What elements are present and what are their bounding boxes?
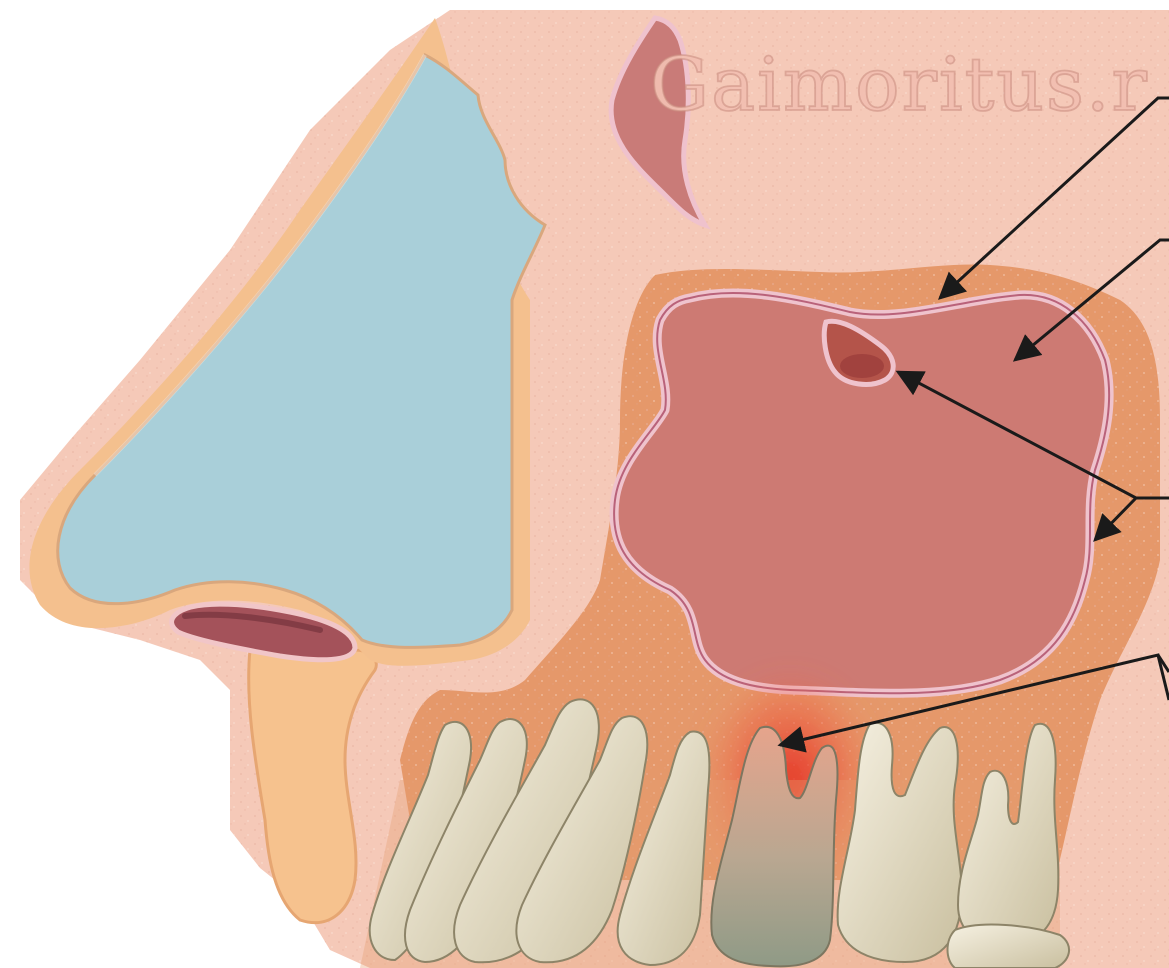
watermark: Gaimoritus.r <box>650 42 1149 128</box>
